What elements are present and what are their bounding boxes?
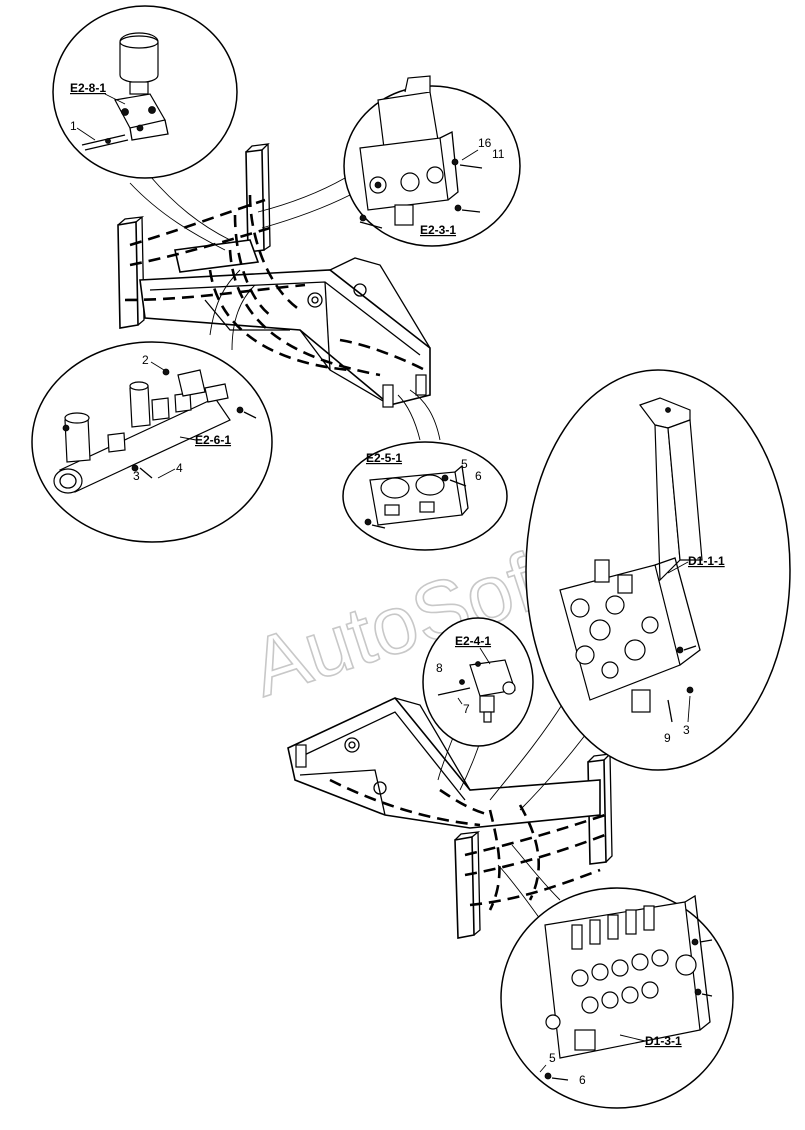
- callout-label: 5: [549, 1051, 556, 1065]
- callout-label: 9: [664, 731, 671, 745]
- callout-label: 1: [70, 119, 77, 133]
- detail-e2-4-1: E2-4-1 8 7: [422, 617, 534, 747]
- callout-label: 4: [176, 461, 183, 475]
- lower-frame-assembly: [287, 697, 613, 939]
- detail-code: E2-8-1: [70, 81, 106, 95]
- callout-label: 3: [683, 723, 690, 737]
- callout-label: 7: [463, 702, 470, 716]
- detail-code: E2-6-1: [195, 433, 231, 447]
- detail-code: E2-5-1: [366, 451, 402, 465]
- detail-d1-1-1: D1-1-1 9 3: [525, 369, 791, 771]
- callout-label: 11: [492, 147, 505, 161]
- detail-code: E2-4-1: [455, 634, 491, 648]
- detail-code: E2-3-1: [420, 223, 456, 237]
- upper-frame-assembly: [117, 143, 431, 408]
- callout-label: 6: [475, 469, 482, 483]
- callout-label: 5: [461, 457, 468, 471]
- callout-label: 16: [478, 136, 492, 150]
- detail-code: D1-3-1: [645, 1034, 682, 1048]
- callout-label: 8: [436, 661, 443, 675]
- detail-d1-3-1: D1-3-1 5 6: [500, 887, 734, 1109]
- detail-code: D1-1-1: [688, 554, 725, 568]
- spool-row: [571, 905, 655, 950]
- detail-e2-8-1: E2-8-1 1: [52, 5, 238, 179]
- leader-lines: [129, 175, 601, 931]
- callout-label: 2: [142, 353, 149, 367]
- callout-label: 3: [133, 469, 140, 483]
- detail-e2-6-1: 2 E2-6-1 4 3: [31, 341, 273, 543]
- callout-label: 6: [579, 1073, 586, 1087]
- detail-e2-5-1: E2-5-1 5 6: [342, 441, 508, 551]
- detail-e2-3-1: 16 11 E2-3-1: [343, 75, 521, 247]
